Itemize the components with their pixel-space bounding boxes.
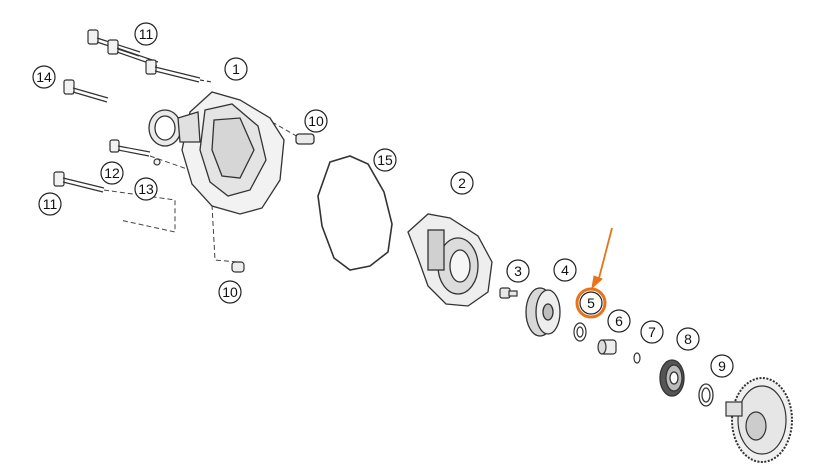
sleeve-6: [597, 339, 617, 355]
callout-2: 2: [450, 171, 474, 195]
callout-8: 8: [676, 327, 700, 351]
callout-label: 8: [684, 331, 692, 347]
callout-11-top: 11: [134, 22, 158, 46]
oring-7: [633, 352, 641, 364]
callout-14: 14: [32, 65, 56, 89]
ring-9: [698, 383, 714, 407]
bolt: [145, 59, 201, 83]
drive-gear: [725, 377, 793, 463]
callout-label: 11: [43, 196, 58, 212]
highlight-arrow: [591, 227, 613, 290]
callout-5-highlighted: 5: [575, 287, 607, 319]
pump-housing: [148, 91, 315, 215]
callout-9: 9: [710, 354, 734, 378]
callout-7: 7: [640, 320, 664, 344]
callout-label: 10: [308, 113, 324, 129]
bolt-14: [63, 79, 109, 103]
gasket: [317, 155, 393, 271]
callout-15: 15: [373, 148, 397, 172]
callout-label: 3: [514, 263, 522, 279]
washer-5: [573, 322, 587, 342]
impeller-4: [525, 287, 561, 337]
callout-13: 13: [134, 177, 158, 201]
callout-label: 13: [138, 181, 154, 197]
callout-10-top: 10: [304, 109, 328, 133]
callout-label: 9: [718, 358, 726, 374]
callout-label: 12: [104, 165, 120, 181]
callout-1: 1: [224, 57, 248, 81]
callout-label: 5: [587, 295, 595, 311]
callout-12: 12: [100, 161, 124, 185]
callout-10-bottom: 10: [218, 280, 242, 304]
callout-6: 6: [607, 309, 631, 333]
callout-label: 7: [648, 324, 656, 340]
bolt-group-lower: [53, 139, 161, 193]
pump-cover: [407, 213, 493, 307]
callout-label: 15: [377, 152, 393, 168]
bearing-8: [659, 359, 685, 397]
plug-10-lower: [231, 261, 245, 273]
callout-label: 2: [458, 175, 466, 191]
callout-3: 3: [506, 259, 530, 283]
callout-label: 1: [232, 61, 240, 77]
callout-label: 14: [36, 69, 52, 85]
callout-label: 10: [222, 284, 238, 300]
callout-label: 4: [561, 262, 569, 278]
callout-4: 4: [553, 258, 577, 282]
callout-label: 6: [615, 313, 623, 329]
bolt-group-top: [87, 29, 213, 83]
callouts: 11 1 14 10 15 12 13 11: [32, 22, 734, 378]
callout-11-bottom: 11: [38, 192, 62, 216]
callout-label: 11: [139, 26, 154, 42]
screw-3: [499, 287, 518, 299]
